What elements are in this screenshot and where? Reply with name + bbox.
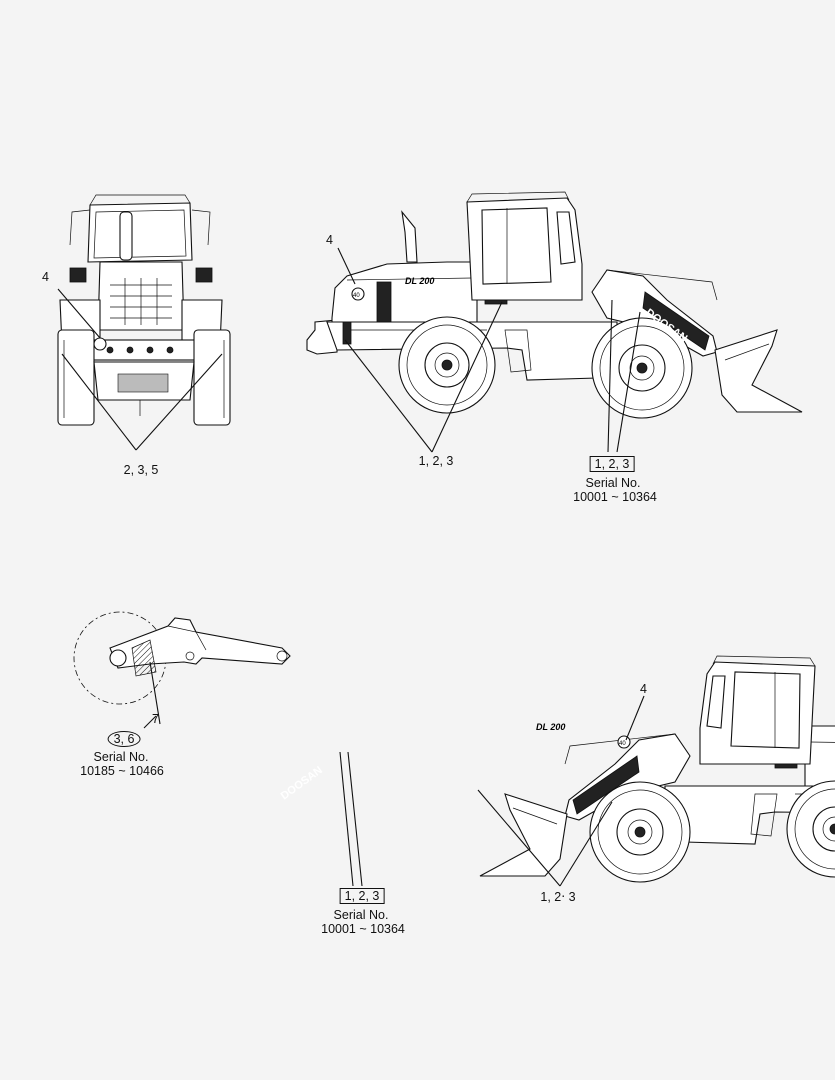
side-view-callout-4: 4 bbox=[326, 233, 333, 247]
detail-callout-7: 7 bbox=[152, 712, 159, 726]
detail-oval-callout-3-6: 3, 6 bbox=[107, 731, 141, 747]
front-view-callout-2-3-5: 2, 3, 5 bbox=[123, 463, 159, 477]
side-view-serial-label: Serial No. bbox=[585, 476, 641, 490]
model-badge-left: DL 200 bbox=[536, 722, 565, 732]
model-badge-right: DL 200 bbox=[405, 276, 434, 286]
front-view-loader bbox=[57, 194, 231, 426]
svg-text:40: 40 bbox=[619, 741, 626, 747]
lower-view-boxed-callout-1-2-3: 1, 2, 3 bbox=[339, 888, 385, 904]
lower-view-callout-1-2-3: 1, 2‧ 3 bbox=[540, 890, 576, 904]
side-view-serial-range: 10001 ~ 10364 bbox=[573, 490, 657, 504]
boom-detail-view bbox=[73, 611, 291, 705]
lower-view-callout-4: 4 bbox=[640, 682, 647, 696]
detail-serial-range: 10185 ~ 10466 bbox=[80, 764, 164, 778]
front-view-callout-4: 4 bbox=[42, 270, 49, 284]
side-view-callout-1-2-3: 1, 2, 3 bbox=[418, 454, 454, 468]
side-view-boxed-callout-1-2-3: 1, 2, 3 bbox=[589, 456, 635, 472]
brand-logo-left: DOOSAN bbox=[279, 764, 325, 802]
lower-view-serial-label: Serial No. bbox=[333, 908, 389, 922]
detail-serial-label: Serial No. bbox=[93, 750, 149, 764]
left-facing-loader bbox=[479, 655, 835, 883]
lower-view-serial-range: 10001 ~ 10364 bbox=[321, 922, 405, 936]
svg-text:40: 40 bbox=[353, 293, 360, 299]
right-facing-loader: DL 200 40 DOOSAN bbox=[306, 191, 803, 419]
